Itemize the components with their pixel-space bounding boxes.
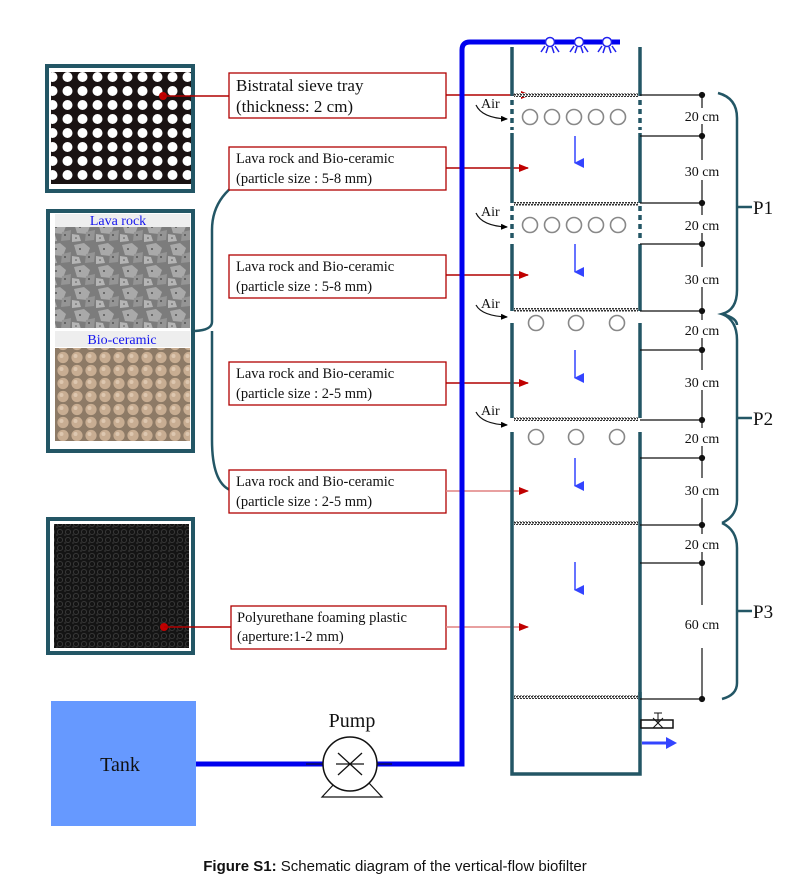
air-label: Air: [481, 205, 500, 220]
svg-text:Lava rock and Bio-ceramic: Lava rock and Bio-ceramic: [236, 151, 394, 167]
section-label-p3: P3: [753, 602, 773, 623]
air-label: Air: [481, 404, 500, 419]
dimension-label: 30 cm: [685, 376, 720, 391]
tank: Tank: [51, 701, 196, 826]
callout-layer-2: Lava rock and Bio-ceramic (particle size…: [228, 254, 529, 299]
sprinkler-icon: [597, 36, 617, 54]
dimension-label: 20 cm: [685, 110, 720, 125]
dimension-label: 30 cm: [685, 273, 720, 288]
svg-text:Lava rock and Bio-ceramic: Lava rock and Bio-ceramic: [236, 366, 394, 382]
brace-p3: [721, 521, 739, 701]
svg-text:Tank: Tank: [100, 754, 140, 776]
foam-photo: [46, 517, 195, 655]
brace-p2: [721, 312, 739, 525]
sprinkler-icon: [540, 36, 560, 54]
caption-label: Figure S1:: [203, 858, 277, 875]
dimension-label: 30 cm: [685, 165, 720, 180]
callout-layer-3: Lava rock and Bio-ceramic (particle size…: [228, 361, 529, 406]
sprinkler-heads: [540, 36, 617, 54]
aeration-bubbles: [521, 108, 627, 446]
svg-text:(particle size : 2-5 mm): (particle size : 2-5 mm): [236, 494, 372, 510]
sieve-tray: [514, 202, 638, 206]
outlet-arrow-icon: [666, 737, 677, 749]
outlet-valve: [640, 712, 677, 749]
dimension-label: 20 cm: [685, 324, 720, 339]
caption-text: Schematic diagram of the vertical-flow b…: [276, 858, 587, 875]
svg-text:(particle size : 2-5 mm): (particle size : 2-5 mm): [236, 386, 372, 402]
air-label: Air: [481, 97, 500, 112]
svg-text:Lava rock and Bio-ceramic: Lava rock and Bio-ceramic: [236, 259, 394, 275]
dimension-label: 20 cm: [685, 432, 720, 447]
svg-text:Polyurethane foaming plastic: Polyurethane foaming plastic: [237, 610, 407, 626]
section-label-p2: P2: [753, 409, 773, 430]
sieve-tray-photo: [45, 64, 195, 193]
svg-text:(particle size : 5-8 mm): (particle size : 5-8 mm): [236, 171, 372, 187]
sieve-tray: [514, 695, 638, 699]
brace-p1: [717, 91, 739, 326]
svg-text:(aperture:1-2 mm): (aperture:1-2 mm): [237, 629, 344, 645]
svg-text:Bistratal sieve tray: Bistratal sieve tray: [236, 76, 364, 95]
dimension-lines: [640, 91, 706, 703]
pump: Pump: [306, 710, 392, 798]
sieve-trays: [514, 93, 638, 699]
sprinkler-icon: [569, 36, 589, 54]
section-braces: [717, 91, 752, 701]
bio-ceramic-photo: [55, 348, 190, 441]
callout-foam: Polyurethane foaming plastic (aperture:1…: [164, 605, 529, 650]
air-inlets: Air Air Air Air: [475, 97, 508, 428]
inlet-pipe: [196, 39, 620, 767]
callout-layer-1: Lava rock and Bio-ceramic (particle size…: [228, 146, 529, 191]
dimension-labels: 20 cm 30 cm 20 cm 30 cm 20 cm 30 cm 20 c…: [685, 110, 720, 633]
svg-text:Lava rock and Bio-ceramic: Lava rock and Bio-ceramic: [236, 474, 394, 490]
svg-text:(thickness: 2 cm): (thickness: 2 cm): [236, 97, 353, 116]
svg-text:Pump: Pump: [329, 710, 376, 732]
air-label: Air: [481, 297, 500, 312]
dimension-label: 60 cm: [685, 618, 720, 633]
figure-caption: Figure S1: Schematic diagram of the vert…: [0, 858, 790, 875]
dimension-label: 30 cm: [685, 484, 720, 499]
media-grouping-brace: [194, 166, 272, 492]
lava-rock-label: Lava rock: [90, 214, 146, 229]
dimension-label: 20 cm: [685, 538, 720, 553]
sieve-tray: [514, 308, 638, 312]
sieve-tray: [514, 417, 638, 421]
lava-rock-photo: [55, 227, 190, 328]
callout-sieve-tray: Bistratal sieve tray (thickness: 2 cm): [163, 72, 531, 119]
dimension-label: 20 cm: [685, 219, 720, 234]
media-photo-panel: Lava rock Bio-ceramic: [46, 209, 195, 453]
section-label-p1: P1: [753, 198, 773, 219]
callout-layer-4: Lava rock and Bio-ceramic (particle size…: [228, 469, 529, 514]
bio-ceramic-label: Bio-ceramic: [87, 333, 156, 348]
section-labels: P1 P2 P3: [753, 198, 773, 623]
sieve-tray: [514, 521, 638, 525]
svg-text:(particle size : 5-8 mm): (particle size : 5-8 mm): [236, 279, 372, 295]
filter-column: [510, 47, 642, 776]
sieve-tray: [514, 93, 638, 97]
valve-icon: [652, 712, 664, 729]
